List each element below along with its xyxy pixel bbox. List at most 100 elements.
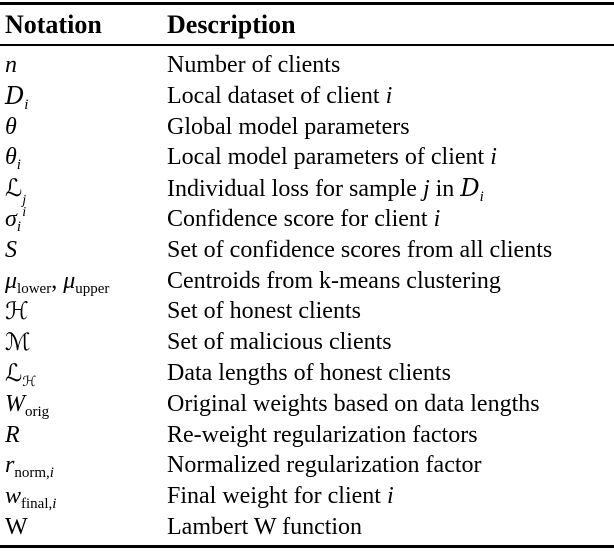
math-segment: i [16, 218, 22, 235]
math-segment: i [386, 483, 394, 510]
notation-column-header: Notation [5, 10, 102, 39]
math-segment: ℋ [22, 373, 37, 390]
math-segment: i [49, 465, 54, 482]
math-segment: Re-weight regularization factors [167, 421, 478, 448]
math-segment: Lambert W function [167, 513, 363, 540]
table-row: S Set of confidence scores from all clien… [0, 235, 614, 266]
notation-cell: ℋ [0, 296, 167, 327]
math-segment: θ [5, 144, 17, 171]
description-cell: Confidence score for client i [167, 204, 614, 235]
math-segment: Number of clients [167, 52, 341, 78]
description-cell: Individual loss for sample j in Di [167, 173, 614, 206]
notation-cell: n [0, 50, 167, 81]
math-segment: Local dataset of client [167, 82, 386, 109]
notation-cell: ℒℋ [0, 358, 167, 389]
math-segment: n [5, 52, 17, 78]
notation-cell: μlower, μupper [0, 266, 167, 297]
math-segment: i [16, 157, 21, 174]
math-segment: final, [21, 496, 53, 513]
math-segment: i [52, 496, 57, 513]
description-cell: Set of honest clients [167, 296, 614, 327]
math-segment: upper [75, 280, 110, 297]
math-segment: i [490, 144, 497, 171]
description-cell: Local model parameters of client i [167, 142, 614, 173]
math-segment: ℋ [5, 297, 29, 326]
math-segment: Confidence score for client [167, 205, 434, 232]
math-segment: Data lengths of honest clients [167, 359, 451, 386]
math-segment: Set of honest clients [167, 298, 361, 325]
description-cell: Normalized regularization factor [167, 450, 614, 481]
description-cell: Centroids from k-means clustering [167, 266, 614, 297]
notation-cell: W [0, 512, 167, 543]
math-segment: in [429, 176, 461, 203]
bottom-rule [0, 544, 614, 548]
math-segment: Global model parameters [167, 113, 410, 140]
math-segment: i [479, 189, 484, 206]
math-segment: Final weight for client [167, 483, 387, 510]
math-segment: w [5, 483, 22, 510]
description-cell: Lambert W function [167, 512, 614, 543]
math-segment: Set of malicious clients [167, 329, 392, 356]
description-cell: Final weight for client i [167, 481, 614, 512]
top-rule [0, 2, 614, 5]
math-segment: μ [63, 267, 76, 294]
math-segment: , [51, 267, 64, 294]
math-segment: j [422, 176, 430, 203]
notation-cell: Di [0, 81, 167, 113]
math-segment: Set of confidence scores from all client… [167, 236, 553, 263]
math-segment: r [5, 452, 15, 479]
math-segment: i [385, 82, 393, 109]
math-segment: i [433, 205, 441, 232]
math-segment: ℒ [5, 358, 23, 387]
table-row: ℋ Set of honest clients [0, 296, 614, 327]
notation-cell: rnorm,i [0, 450, 167, 481]
math-segment: Centroids from k-means clustering [167, 267, 501, 294]
description-cell: Re-weight regularization factors [167, 420, 614, 451]
description-cell: Set of malicious clients [167, 327, 614, 358]
math-segment: i [24, 96, 29, 113]
description-column-header: Description [167, 10, 296, 39]
math-segment: S [5, 236, 17, 263]
header-rule [0, 44, 614, 46]
notation-cell: ℳ [0, 327, 167, 358]
math-segment: μ [5, 267, 18, 294]
description-cell: Data lengths of honest clients [167, 358, 614, 389]
description-cell: Number of clients [167, 50, 614, 81]
notation-cell: θ [0, 112, 167, 143]
notation-cell: σi [0, 204, 167, 235]
description-cell: Set of confidence scores from all client… [167, 235, 614, 266]
notation-cell: R [0, 420, 167, 451]
math-segment: orig [25, 403, 50, 420]
math-segment: lower [17, 280, 52, 297]
math-segment: σ [5, 205, 17, 232]
notation-cell: Worig [0, 389, 167, 420]
math-segment: Individual loss for sample [167, 176, 423, 203]
table-row: n Number of clients [0, 50, 614, 81]
notation-cell: wfinal,i [0, 481, 167, 512]
notation-cell: θi [0, 142, 167, 173]
math-segment: W [5, 390, 25, 417]
math-segment: Original weights based on data lengths [167, 390, 540, 417]
notation-cell: S [0, 235, 167, 266]
description-cell: Local dataset of client i [167, 81, 614, 112]
math-segment: norm, [14, 465, 50, 482]
table-header-row: Notation Description [0, 5, 614, 44]
math-segment: W [5, 513, 28, 540]
math-segment: D [460, 174, 480, 203]
math-segment: ℒ [5, 174, 23, 203]
